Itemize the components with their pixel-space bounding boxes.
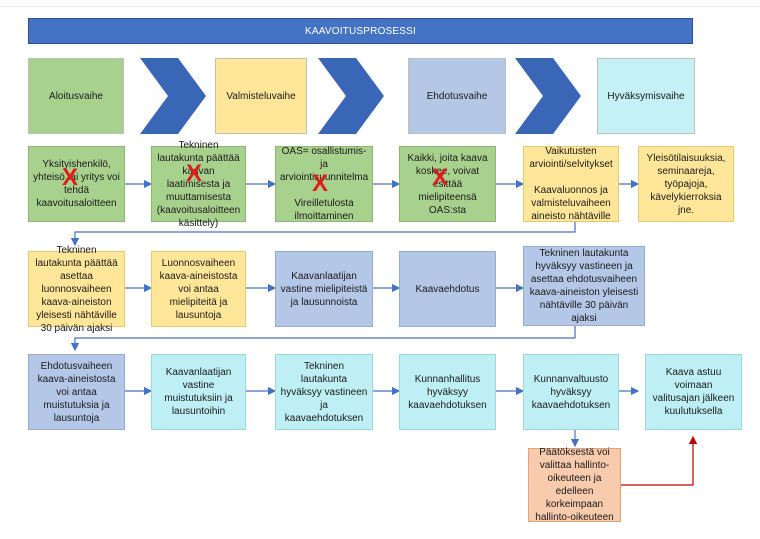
step-valitus: Päätöksestä voi valittaa hallinto-oikeut… <box>528 447 621 523</box>
step-valmisteluaineisto: Vaikutusten arviointi/selvitykset Kaaval… <box>523 146 619 222</box>
chevron-arrow-icon <box>140 58 206 134</box>
step-kunnanhallitus: Kunnanhallitus hyväksyy kaavaehdotuksen <box>399 354 496 430</box>
step-kaavoitusaloite: Yksityishenkilö, yhteisö tai yritys voi … <box>28 146 125 222</box>
top-divider <box>0 6 760 7</box>
process-title-banner: KAAVOITUSPROSESSI <box>28 18 693 44</box>
phase-hyvaksymisvaihe: Hyväksymisvaihe <box>597 58 695 134</box>
chevron-arrow-icon <box>318 58 384 134</box>
step-yleisotilaisuudet: Yleisötilaisuuksia, seminaareja, työpajo… <box>638 146 734 222</box>
phase-ehdotusvaihe: Ehdotusvaihe <box>408 58 506 134</box>
chevron-arrow-icon <box>515 58 581 134</box>
step-muistutukset: Ehdotusvaiheen kaava-aineistosta voi ant… <box>28 354 125 430</box>
step-ehdotus-nahtaville: Tekninen lautakunta hyväksyy vastineen j… <box>523 246 645 326</box>
step-kunnanvaltuusto: Kunnanvaltuusto hyväksyy kaavaehdotuksen <box>523 354 619 430</box>
step-luonnos-nahtaville: Tekninen lautakunta päättää asettaa luon… <box>28 245 125 334</box>
step-oas-mielipiteet: Kaikki, joita kaava koskee, voivat esitt… <box>399 146 496 222</box>
step-lautakunta-hyvaksyy: Tekninen lautakunta hyväksyy vastineen j… <box>275 354 373 430</box>
phase-valmisteluvaihe: Valmisteluvaihe <box>215 58 307 134</box>
appeal-arrow <box>621 435 698 486</box>
flow-arrow <box>70 326 576 352</box>
step-laatimispaatos: Tekninen lautakunta päättää kaavan laati… <box>151 140 246 229</box>
step-oas: OAS= osallistumis- ja arviointisuunnitel… <box>275 146 373 222</box>
phase-aloitusvaihe: Aloitusvaihe <box>28 58 124 134</box>
step-kaavaehdotus: Kaavaehdotus <box>399 251 496 327</box>
step-voimaantulo: Kaava astuu voimaan valitusajan jälkeen … <box>645 354 742 430</box>
step-luonnos-mielipiteet: Luonnosvaiheen kaava-aineistosta voi ant… <box>151 251 246 327</box>
step-vastine-muistutuksiin: Kaavanlaatijan vastine muistutuksiin ja … <box>151 354 246 430</box>
flow-arrow <box>70 221 576 247</box>
step-vastine-mielipiteisiin: Kaavanlaatijan vastine mielipiteistä ja … <box>275 251 373 327</box>
